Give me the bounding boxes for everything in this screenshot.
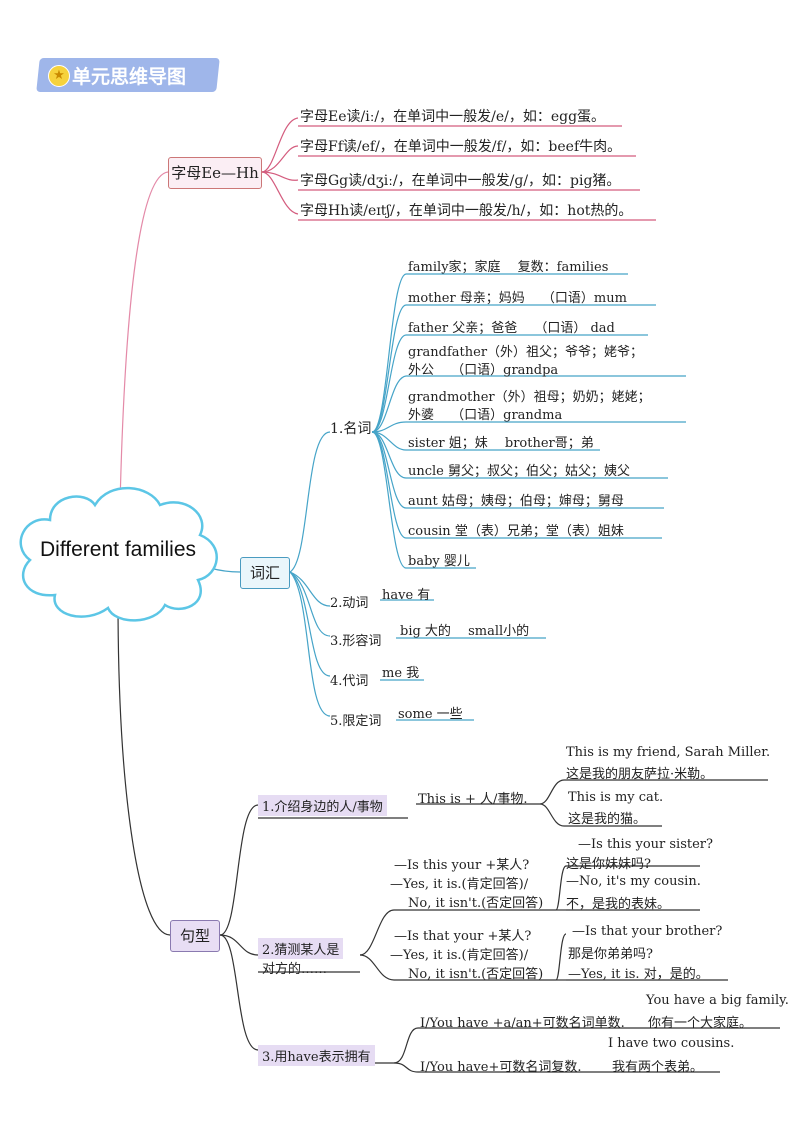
guess-pattern-q: —Is this your +某人? [394, 858, 530, 873]
letter-item: 字母Hh读/eɪtʃ/，在单词中一般发/h/，如：hot热的。 [300, 203, 633, 219]
noun-item: aunt 姑母；姨母；伯母；婶母；舅母 [408, 494, 624, 509]
noun-item: father 父亲；爸爸 （口语） dad [408, 321, 615, 336]
intro-label: 1.介绍身边的人/事物 [258, 795, 387, 816]
pronoun-label: 4.代词 [330, 674, 369, 689]
guess-label-2: 对方的…… [262, 962, 328, 977]
verb-label: 2.动词 [330, 596, 369, 611]
cloud-shape [19, 486, 218, 622]
pronoun-value: me 我 [382, 666, 420, 681]
determiner-value: some 一些 [398, 707, 463, 722]
noun-item: grandmother（外）祖母；奶奶；姥姥； [408, 390, 651, 405]
guess-example: 不，是我的表妹。 [566, 897, 671, 912]
noun-item: grandfather（外）祖父；爷爷；姥爷； [408, 345, 644, 360]
center-topic: Different families [40, 538, 197, 561]
guess-pattern-a: No, it isn't.(否定回答) [408, 896, 544, 911]
guess-example: 这是你妹妹吗? [566, 857, 651, 872]
have-example-zh: 我有两个表弟。 [612, 1060, 704, 1075]
have-example-zh: 你有一个大家庭。 [648, 1016, 753, 1031]
letter-item: 字母Ee读/iː/，在单词中一般发/e/，如：egg蛋。 [300, 109, 606, 125]
noun-item: mother 母亲；妈妈 （口语）mum [408, 291, 627, 306]
noun-item: cousin 堂（表）兄弟；堂（表）姐妹 [408, 524, 624, 539]
determiner-label: 5.限定词 [330, 714, 382, 729]
guess-label: 2.猜测某人是 [258, 938, 344, 959]
have-pattern: I/You have+可数名词复数. [420, 1060, 582, 1075]
have-example-en: You have a big family. [646, 993, 789, 1008]
noun-item: sister 姐；妹 brother哥；弟 [408, 436, 594, 451]
page-title: 单元思维导图 [72, 66, 187, 88]
noun-item: baby 婴儿 [408, 554, 470, 569]
adj-label: 3.形容词 [330, 634, 382, 649]
star-icon: ★ [48, 65, 70, 87]
guess-pattern-q: —Is that your +某人? [394, 929, 532, 944]
noun-item: 外公 （口语）grandpa [408, 363, 559, 378]
guess-pattern-a: —Yes, it is.(肯定回答)/ [390, 948, 529, 963]
have-pattern: I/You have +a/an+可数名词单数. [420, 1016, 625, 1031]
have-label: 3.用have表示拥有 [258, 1045, 375, 1066]
intro-example-en: This is my cat. [568, 790, 664, 805]
intro-example-zh: 这是我的猫。 [568, 812, 647, 827]
intro-example-en: This is my friend, Sarah Miller. [566, 745, 771, 760]
noun-item: family家；家庭 复数：families [408, 260, 609, 275]
intro-example-zh: 这是我的朋友萨拉·米勒。 [566, 767, 714, 782]
noun-item: 外婆 （口语）grandma [408, 408, 563, 423]
verb-value: have 有 [382, 588, 431, 603]
sentences-node: 句型 [170, 920, 220, 952]
guess-example: 那是你弟弟吗? [568, 947, 653, 962]
adj-value: big 大的 small小的 [400, 624, 530, 639]
guess-pattern-a: —Yes, it is.(肯定回答)/ [390, 877, 529, 892]
noun-item: uncle 舅父；叔父；伯父；姑父；姨父 [408, 464, 631, 479]
guess-pattern-a: No, it isn't.(否定回答) [408, 967, 544, 982]
guess-example: —Is this your sister? [578, 837, 713, 852]
intro-pattern: This is + 人/事物. [418, 792, 528, 807]
nouns-label: 1.名词 [330, 421, 372, 437]
letter-item: 字母Gg读/dʒiː/，在单词中一般发/ɡ/，如：pig猪。 [300, 173, 621, 189]
vocab-node: 词汇 [240, 557, 290, 589]
letter-item: 字母Ff读/ef/，在单词中一般发/f/，如：beef牛肉。 [300, 139, 622, 155]
guess-example: —No, it's my cousin. [566, 874, 701, 889]
guess-example: —Yes, it is. 对，是的。 [568, 967, 709, 982]
have-example-en: I have two cousins. [608, 1036, 735, 1051]
letters-node: 字母Ee—Hh [168, 157, 262, 189]
guess-example: —Is that your brother? [572, 924, 723, 939]
